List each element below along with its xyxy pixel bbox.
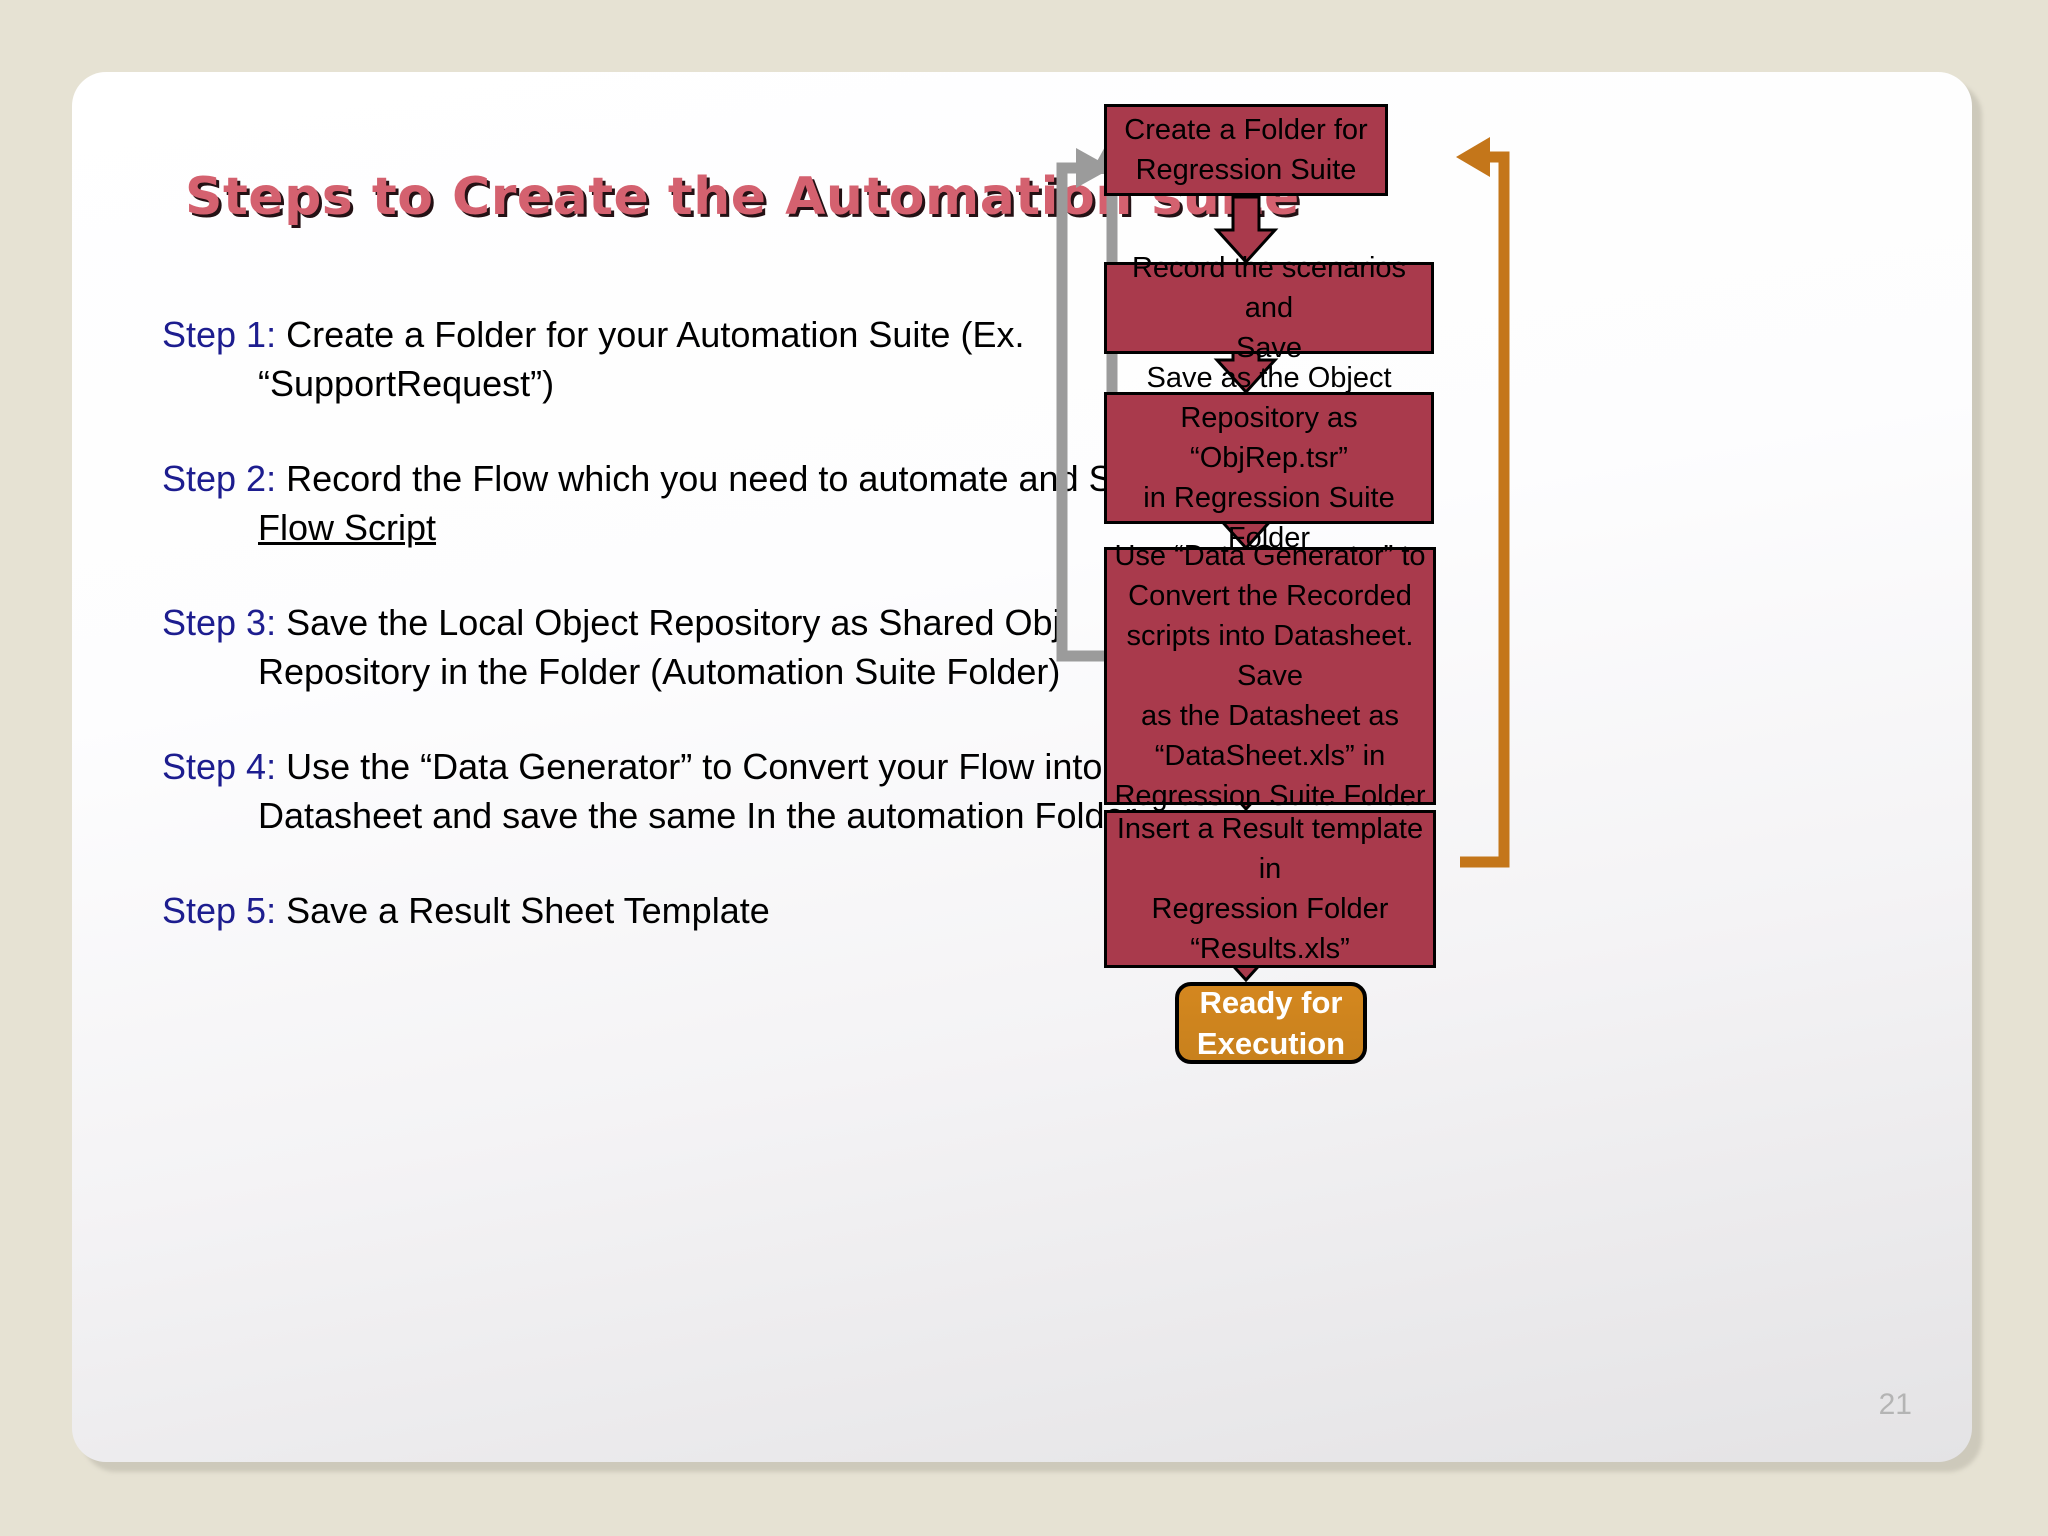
step-label: Step 2: (162, 458, 277, 499)
connector-arrow-1-red (1213, 195, 1279, 265)
step-label: Step 4: (162, 746, 277, 787)
list-item: Step 4: Use the “Data Generator” to Conv… (162, 742, 1452, 840)
flowchart-connectors (1056, 134, 1510, 983)
flow-node-line: Ready for (1199, 985, 1343, 1020)
connector-loop-back-orange (1456, 137, 1510, 868)
flow-node-data-generator[interactable]: Use “Data Generator” to Convert the Reco… (1104, 540, 1436, 812)
flow-node-line: Save as the Object (1146, 362, 1392, 394)
step-text-line2: Repository in the Folder (Automation Sui… (258, 651, 1061, 692)
flow-node-create-folder[interactable]: Create a Folder for Regression Suite (1104, 104, 1388, 196)
step-text-line1: Use the “Data Generator” to Convert your… (286, 746, 1103, 787)
flow-node-line: Insert a Result template in (1116, 813, 1424, 885)
flow-node-line: Save (1235, 332, 1303, 364)
list-item: Step 2: Record the Flow which you need t… (162, 454, 1452, 552)
flow-node-line: Repository as “ObjRep.tsr” (1180, 402, 1358, 474)
flow-node-ready-for-execution[interactable]: Ready for Execution (1175, 982, 1367, 1064)
step-text-line2: Datasheet and save the same In the autom… (258, 795, 1137, 836)
steps-list: Step 1: Create a Folder for your Automat… (162, 310, 1452, 981)
flow-node-record-scenarios[interactable]: Record the scenarios and Save (1104, 252, 1434, 364)
flow-node-line: Convert the Recorded (1128, 580, 1412, 612)
flow-node-line: Regression Folder (1151, 893, 1389, 925)
flow-node-save-object-repository[interactable]: Save as the Object Repository as “ObjRep… (1104, 362, 1434, 554)
step-label: Step 3: (162, 602, 277, 643)
step-text-line1: Save a Result Sheet Template (286, 890, 770, 931)
flow-node-line: scripts into Datasheet. Save (1126, 620, 1414, 692)
flow-node-line: as the Datasheet as (1141, 700, 1399, 732)
step-label: Step 1: (162, 314, 277, 355)
flow-node-line: Regression Suite Folder (1114, 780, 1426, 812)
list-item: Step 3: Save the Local Object Repository… (162, 598, 1452, 696)
step-text-line2: Flow Script (258, 507, 437, 548)
slide-canvas: Steps to Create the Automation suite Ste… (72, 72, 1972, 1462)
flow-node-line: Regression Suite (1135, 154, 1357, 186)
list-item: Step 5: Save a Result Sheet Template (162, 886, 1452, 935)
step-text-line2: “SupportRequest”) (258, 363, 555, 404)
flow-node-line: Execution (1196, 1026, 1346, 1061)
step-text-line1: Save the Local Object Repository as Shar… (286, 602, 1071, 643)
flow-node-line: Use “Data Generator” to (1114, 540, 1426, 572)
step-label: Step 5: (162, 890, 277, 931)
flow-node-insert-result-template[interactable]: Insert a Result template in Regression F… (1104, 810, 1436, 968)
flow-node-line: “Results.xls” (1190, 933, 1350, 965)
flow-node-line: “DataSheet.xls” in (1154, 740, 1386, 772)
flow-node-line: Record the scenarios and (1131, 252, 1407, 324)
list-item: Step 1: Create a Folder for your Automat… (162, 310, 1452, 408)
page-number: 21 (1878, 1388, 1912, 1421)
step-text-line1: Record the Flow which you need to automa… (286, 458, 1231, 499)
step-text-line1: Create a Folder for your Automation Suit… (286, 314, 1025, 355)
flow-node-line: Create a Folder for (1124, 114, 1368, 146)
